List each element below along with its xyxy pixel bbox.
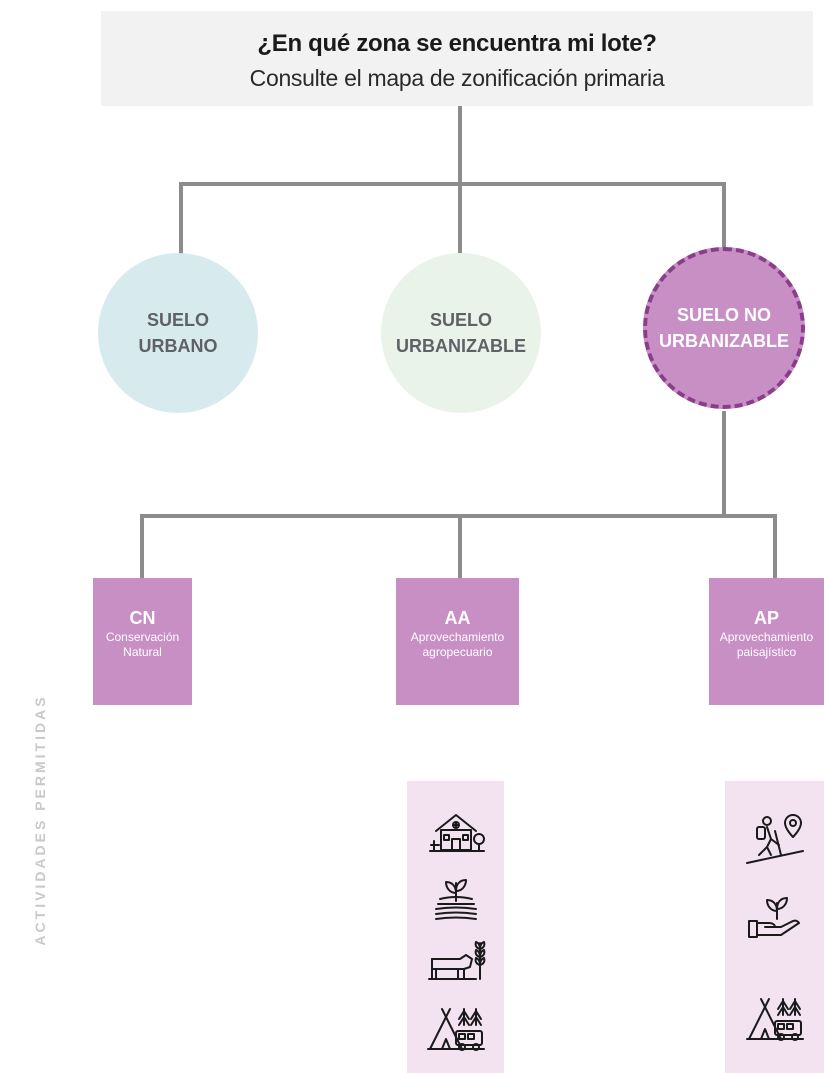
zone-label: Conservación Natural [105, 630, 180, 659]
hiking-icon [745, 814, 804, 864]
livestock-icon [427, 941, 485, 980]
zone-aa-box: AA Aprovechamiento agropecuario [396, 578, 519, 705]
zone-cn-box: CN Conservación Natural [93, 578, 192, 705]
crop-field-icon [434, 879, 477, 920]
activities-aa-column [407, 781, 504, 1073]
farmhouse-icon [428, 814, 485, 852]
header-subtitle: Consulte el mapa de zonificación primari… [249, 65, 665, 91]
activities-ap-column [725, 781, 824, 1073]
zone-code: AP [753, 608, 779, 628]
zone-code: CN [129, 608, 156, 628]
header-title: ¿En qué zona se encuentra mi lote? [257, 30, 657, 57]
soil-no-urbanizable-node: SUELO NO URBANIZABLE [643, 247, 805, 409]
soil-urbano-node: SUELO URBANO [98, 253, 258, 413]
question-header: ¿En qué zona se encuentra mi lote? Consu… [101, 11, 813, 106]
zone-label: Aprovechamiento paisajístico [719, 630, 814, 659]
soil-urbanizable-node: SUELO URBANIZABLE [381, 253, 541, 413]
activities-side-label: ACTIVIDADES PERMITIDAS [30, 675, 50, 965]
camping-icon [426, 1008, 485, 1051]
camping-icon [745, 998, 804, 1041]
zone-ap-box: AP Aprovechamiento paisajístico [709, 578, 824, 705]
zone-code: AA [444, 608, 471, 628]
zone-label: Aprovechamiento agropecuario [410, 630, 505, 659]
activities-side-label-text: ACTIVIDADES PERMITIDAS [32, 694, 48, 946]
plant-care-icon [747, 897, 800, 938]
